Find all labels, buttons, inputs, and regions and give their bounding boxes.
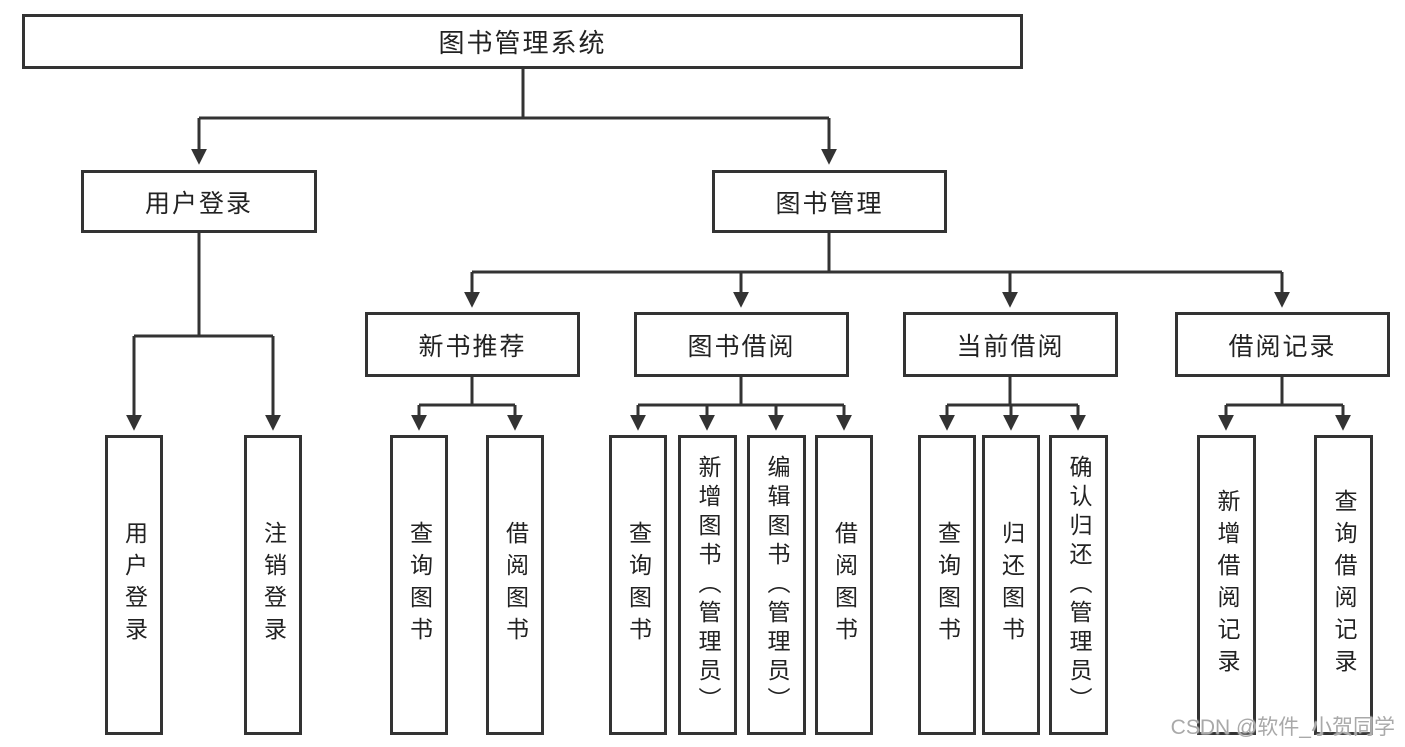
leaf-logout-label: 注销登录	[260, 521, 287, 649]
leaf-borrow-book-recommend-label: 借阅图书	[502, 521, 529, 649]
leaf-add-book-admin-label: 新增图书（管理员）	[695, 454, 721, 716]
node-current-borrow-label: 当前借阅	[956, 332, 1065, 361]
leaf-add-borrow-record: 新增借阅记录	[1197, 435, 1256, 735]
leaf-logout: 注销登录	[244, 435, 302, 735]
node-user-login: 用户登录	[81, 170, 317, 233]
leaf-query-book-recommend: 查询图书	[390, 435, 448, 735]
leaf-confirm-return-admin-label: 确认归还（管理员）	[1066, 454, 1092, 716]
leaf-borrow-book-borrow-label: 借阅图书	[831, 521, 858, 649]
leaf-query-book-current-label: 查询图书	[934, 521, 961, 649]
leaf-return-book-label: 归还图书	[998, 521, 1025, 649]
node-book-management: 图书管理	[712, 170, 947, 233]
leaf-add-borrow-record-label: 新增借阅记录	[1214, 489, 1240, 681]
node-book-borrow-label: 图书借阅	[687, 332, 796, 361]
leaf-query-borrow-record-label: 查询借阅记录	[1331, 489, 1357, 681]
node-new-book-recommend-label: 新书推荐	[418, 332, 527, 361]
leaf-query-book-borrow-label: 查询图书	[625, 521, 652, 649]
node-book-borrow: 图书借阅	[634, 312, 849, 377]
leaf-user-login: 用户登录	[105, 435, 163, 735]
node-root-label: 图书管理系统	[438, 28, 607, 58]
node-book-management-label: 图书管理	[775, 189, 884, 218]
node-borrow-record-label: 借阅记录	[1228, 332, 1337, 361]
leaf-borrow-book-recommend: 借阅图书	[486, 435, 544, 735]
leaf-confirm-return-admin: 确认归还（管理员）	[1049, 435, 1108, 735]
leaf-add-book-admin: 新增图书（管理员）	[678, 435, 737, 735]
leaf-user-login-label: 用户登录	[121, 521, 148, 649]
node-current-borrow: 当前借阅	[903, 312, 1118, 377]
leaf-query-book-current: 查询图书	[918, 435, 976, 735]
leaf-return-book: 归还图书	[982, 435, 1040, 735]
leaf-edit-book-admin-label: 编辑图书（管理员）	[764, 454, 790, 716]
node-new-book-recommend: 新书推荐	[365, 312, 580, 377]
node-user-login-label: 用户登录	[144, 189, 253, 218]
leaf-edit-book-admin: 编辑图书（管理员）	[747, 435, 806, 735]
node-borrow-record: 借阅记录	[1175, 312, 1390, 377]
leaf-borrow-book-borrow: 借阅图书	[815, 435, 873, 735]
leaf-query-borrow-record: 查询借阅记录	[1314, 435, 1373, 735]
node-root: 图书管理系统	[22, 14, 1023, 69]
csdn-watermark: CSDN @软件_小贺同学	[1170, 716, 1395, 739]
leaf-query-book-borrow: 查询图书	[609, 435, 667, 735]
leaf-query-book-recommend-label: 查询图书	[406, 521, 433, 649]
